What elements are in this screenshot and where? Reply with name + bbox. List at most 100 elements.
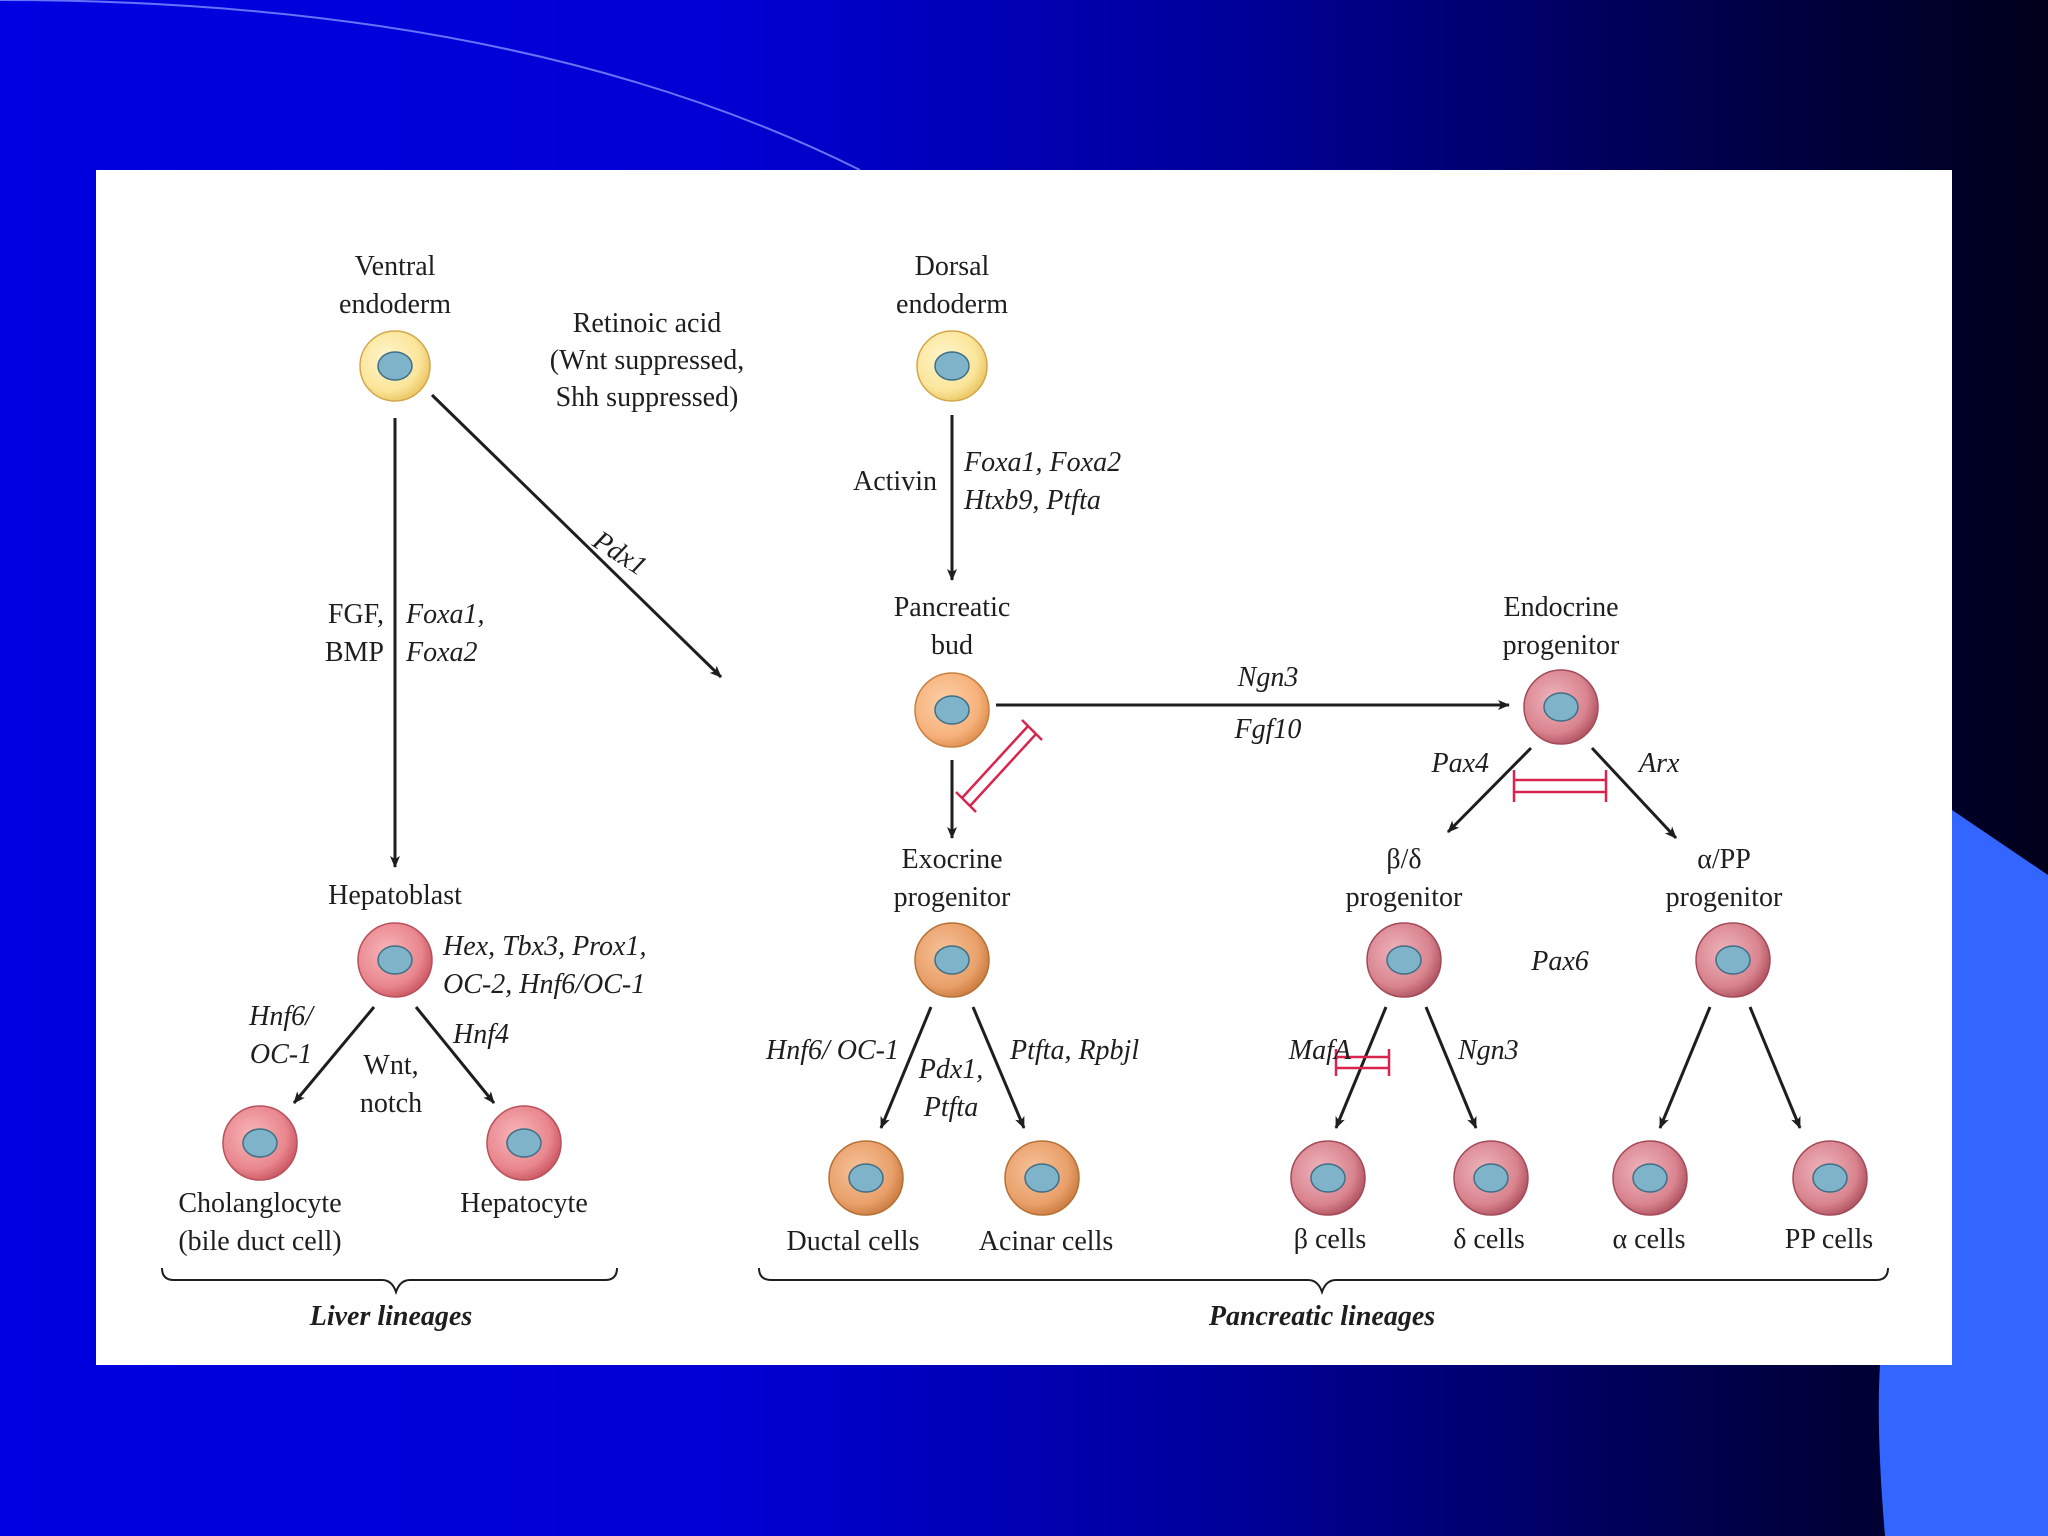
label-pdx1-ptfta-1: Pdx1, [918, 1054, 984, 1085]
nucleus-icon [506, 1128, 542, 1158]
label-shh-suppressed: Shh suppressed) [556, 382, 739, 413]
label-endocrine-progenitor-2: progenitor [1503, 630, 1620, 661]
label-hnf6-oc1-pancreas: Hnf6/ OC-1 [765, 1035, 899, 1066]
label-hnf6-oc1-liver-1: Hnf6/ [248, 1001, 315, 1032]
label-cholangiocyte-1: Cholanglocyte [178, 1188, 341, 1219]
slide-corner-accent [1878, 810, 2048, 1536]
label-delta-cells: δ cells [1453, 1224, 1525, 1255]
cell-delta [1453, 1140, 1529, 1216]
nucleus-icon [377, 945, 413, 975]
label-notch: notch [360, 1088, 422, 1119]
label-pax4: Pax4 [1430, 748, 1489, 779]
label-beta-cells: β cells [1294, 1224, 1367, 1255]
cell-hepatocyte [486, 1105, 562, 1181]
label-hepatoblast: Hepatoblast [328, 880, 462, 911]
label-alpha-cells: α cells [1613, 1224, 1686, 1255]
brace-pancreatic [758, 1267, 1889, 1296]
cell-alpha [1612, 1140, 1688, 1216]
label-bmp: BMP [325, 637, 384, 668]
label-pax6: Pax6 [1530, 946, 1589, 977]
label-ptfta-rpbjl: Ptfta, Rpbjl [1009, 1035, 1139, 1066]
label-beta-delta-progenitor-1: β/δ [1386, 844, 1421, 875]
label-pancreatic-bud-2: bud [931, 630, 973, 661]
label-dorsal-endoderm-2: endoderm [896, 289, 1008, 320]
cell-pancreatic-bud [914, 672, 990, 748]
nucleus-icon [1386, 945, 1422, 975]
label-wnt: Wnt, [363, 1050, 418, 1081]
label-hnf4: Hnf4 [452, 1019, 509, 1050]
label-retinoic-acid: Retinoic acid [573, 308, 722, 339]
slide-swoosh-decoration [0, 0, 861, 171]
nucleus-icon [934, 351, 970, 381]
arrow-hepatoblast-to-hepatocyte [414, 1006, 496, 1104]
factor-labels: Retinoic acid (Wnt suppressed, Shh suppr… [248, 308, 1680, 1123]
arrow-ventral-to-pancreatic-bud [430, 393, 723, 679]
inhibition-mafa-ngn3 [1334, 1049, 1391, 1076]
label-activin: Activin [853, 466, 937, 497]
label-dorsal-endoderm-1: Dorsal [915, 251, 990, 282]
arrow-endocrine-to-beta-delta [1446, 746, 1533, 834]
label-ngn3-bottom: Ngn3 [1457, 1035, 1519, 1066]
cell-alpha-pp-progenitor [1695, 922, 1771, 998]
nucleus-icon [934, 945, 970, 975]
label-ventral-endoderm-2: endoderm [339, 289, 451, 320]
label-fgf: FGF, [328, 599, 384, 630]
arrow-beta-delta-to-delta [1424, 1006, 1478, 1129]
nucleus-icon [1632, 1163, 1668, 1193]
arrow-exocrine-to-ductal [879, 1006, 933, 1129]
cell-ductal [828, 1140, 904, 1216]
nucleus-icon [1473, 1163, 1509, 1193]
label-exocrine-progenitor-1: Exocrine [901, 844, 1002, 875]
label-hepatocyte: Hepatocyte [460, 1188, 588, 1219]
label-wnt-suppressed: (Wnt suppressed, [550, 345, 744, 376]
cell-acinar [1004, 1140, 1080, 1216]
label-cholangiocyte-2: (bile duct cell) [178, 1226, 341, 1257]
cell-beta [1290, 1140, 1366, 1216]
label-ngn3-top: Ngn3 [1237, 662, 1299, 693]
nucleus-icon [1310, 1163, 1346, 1193]
label-hepatoblast-genes-1: Hex, Tbx3, Prox1, [442, 931, 646, 962]
nucleus-icon [934, 695, 970, 725]
brace-liver [161, 1267, 618, 1296]
label-acinar-cells: Acinar cells [979, 1226, 1114, 1257]
nucleus-icon [1024, 1163, 1060, 1193]
cell-exocrine-progenitor [914, 922, 990, 998]
label-pdx1-diagonal: Pdx1 [586, 524, 652, 582]
nucleus-icon [242, 1128, 278, 1158]
label-mafa: MafA [1288, 1035, 1352, 1066]
label-ductal-cells: Ductal cells [787, 1226, 920, 1257]
nucleus-icon [377, 351, 413, 381]
lineage-title-liver: Liver lineages [309, 1301, 473, 1332]
arrow-alpha-pp-to-pp [1748, 1006, 1802, 1129]
inhibition-symbols [955, 719, 1608, 1076]
label-arx: Arx [1637, 748, 1680, 779]
nucleus-icon [1812, 1163, 1848, 1193]
inhibition-pax4-arx [1512, 770, 1608, 802]
label-endocrine-progenitor-1: Endocrine [1503, 592, 1618, 623]
nucleus-icon [1543, 692, 1579, 722]
node-labels: Ventral endoderm Dorsal endoderm Pancrea… [178, 251, 1873, 1257]
label-hepatoblast-genes-2: OC-2, Hnf6/OC-1 [443, 969, 645, 1000]
cell-ventral-endoderm [359, 330, 431, 402]
label-hnf6-oc1-liver-2: OC-1 [250, 1039, 312, 1070]
cell-dorsal-endoderm [916, 330, 988, 402]
cell-cholangiocyte [222, 1105, 298, 1181]
label-pdx1-ptfta-2: Ptfta [923, 1092, 978, 1123]
inhibition-bud-exocrine [955, 719, 1043, 813]
diagram-panel: Ventral endoderm Dorsal endoderm Pancrea… [96, 170, 1952, 1365]
label-htxb9-ptfta: Htxb9, Ptfta [963, 485, 1101, 516]
cell-endocrine-progenitor [1523, 669, 1599, 745]
label-alpha-pp-progenitor-2: progenitor [1666, 882, 1783, 913]
label-foxa1-foxa2: Foxa1, Foxa2 [963, 447, 1121, 478]
label-pancreatic-bud-1: Pancreatic [894, 592, 1011, 623]
lineage-braces [161, 1267, 1889, 1296]
arrow-endocrine-to-alpha-pp [1590, 746, 1678, 840]
label-pp-cells: PP cells [1785, 1224, 1873, 1255]
cell-pp [1792, 1140, 1868, 1216]
label-ventral-endoderm-1: Ventral [355, 251, 436, 282]
label-foxa2: Foxa2 [405, 637, 478, 668]
cell-beta-delta-progenitor [1366, 922, 1442, 998]
cell-hepatoblast [357, 922, 433, 998]
label-fgf10: Fgf10 [1234, 714, 1302, 745]
